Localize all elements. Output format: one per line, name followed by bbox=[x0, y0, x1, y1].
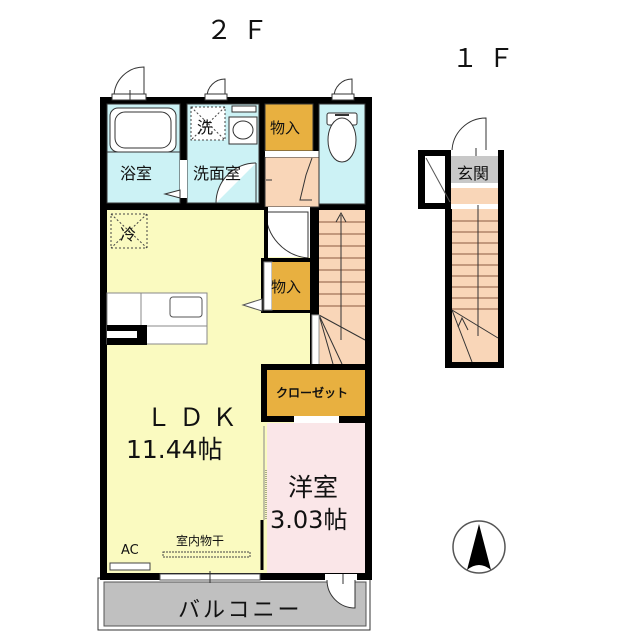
floor-label-2f: ２Ｆ bbox=[206, 15, 279, 45]
floor-label-1f: １Ｆ bbox=[452, 43, 525, 73]
room-label-ac: AC bbox=[121, 543, 139, 558]
room-label-western-size: 3.03帖 bbox=[270, 506, 348, 534]
room-label-refrigerator: 冷 bbox=[120, 225, 137, 244]
room-label-indoor-drying: 室内物干 bbox=[176, 534, 225, 548]
room-label-ldk: ＬＤＫ bbox=[146, 403, 246, 432]
room-label-bath: 浴室 bbox=[120, 164, 153, 183]
room-label-washroom: 洗面室 bbox=[193, 164, 242, 183]
room-label-ldk-size: 11.44帖 bbox=[126, 435, 223, 464]
room-label-closet: クローゼット bbox=[276, 386, 349, 400]
room-label-washer: 洗 bbox=[197, 118, 214, 137]
room-label-balcony: バルコニー bbox=[178, 598, 303, 623]
room-label-storage-top: 物入 bbox=[270, 119, 301, 137]
room-label-storage-mid: 物入 bbox=[271, 278, 302, 296]
room-label-entrance: 玄関 bbox=[457, 164, 490, 183]
room-label-western: 洋室 bbox=[288, 473, 339, 502]
